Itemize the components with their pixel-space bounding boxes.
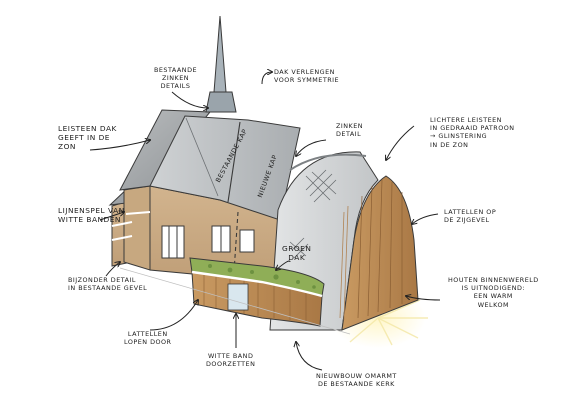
label-lichtere-leisteen: Lichtere leisteen in gedraaid patroon → …	[430, 116, 515, 149]
front-windows	[161, 225, 255, 259]
white-bands	[111, 211, 151, 241]
annex-window	[227, 283, 249, 311]
label-lattellen-zijgevel: Lattellen op de zijgevel	[444, 208, 497, 225]
label-nieuwbouw-omarmt: Nieuwbouw omarmt de bestaande kerk	[316, 372, 397, 389]
label-lattellen-lopen-door: Lattellen lopen door	[124, 330, 172, 347]
wood-slats	[357, 179, 403, 319]
label-houten-binnenwereld: Houten binnenwereld is uitnodigend: een …	[448, 276, 539, 309]
label-bestaande-zinken-details: Bestaande zinken details	[154, 66, 198, 91]
spire	[213, 15, 227, 93]
label-bijzonder-detail: Bijzonder detail in bestaande gevel	[68, 276, 148, 293]
green-roof-texture	[208, 264, 316, 289]
label-zinken-detail: Zinken detail	[336, 122, 364, 139]
zinc-ridge	[289, 153, 367, 171]
label-lijnenspel: Lijnenspel van witte banden	[58, 206, 125, 224]
label-groen-dak: Groen dak	[282, 244, 312, 262]
annotation-arrows	[89, 72, 441, 371]
vault-side-slats	[339, 205, 349, 321]
light-rays	[349, 299, 428, 346]
slate-roof-front	[149, 115, 301, 221]
label-leisteen-dak: Leisteen dak geeft in de zon	[58, 124, 117, 151]
glint-crosshatch	[289, 169, 337, 259]
ridge-existing	[227, 121, 241, 203]
annex-white-band	[191, 270, 323, 298]
label-dak-verlengen: Dak verlengen voor symmetrie	[274, 68, 340, 85]
spire-base	[205, 91, 237, 113]
ground-line	[119, 267, 351, 335]
nave-left-wall	[123, 185, 151, 271]
label-witte-band: Witte band doorzetten	[206, 352, 256, 369]
ridge-new	[233, 211, 239, 273]
